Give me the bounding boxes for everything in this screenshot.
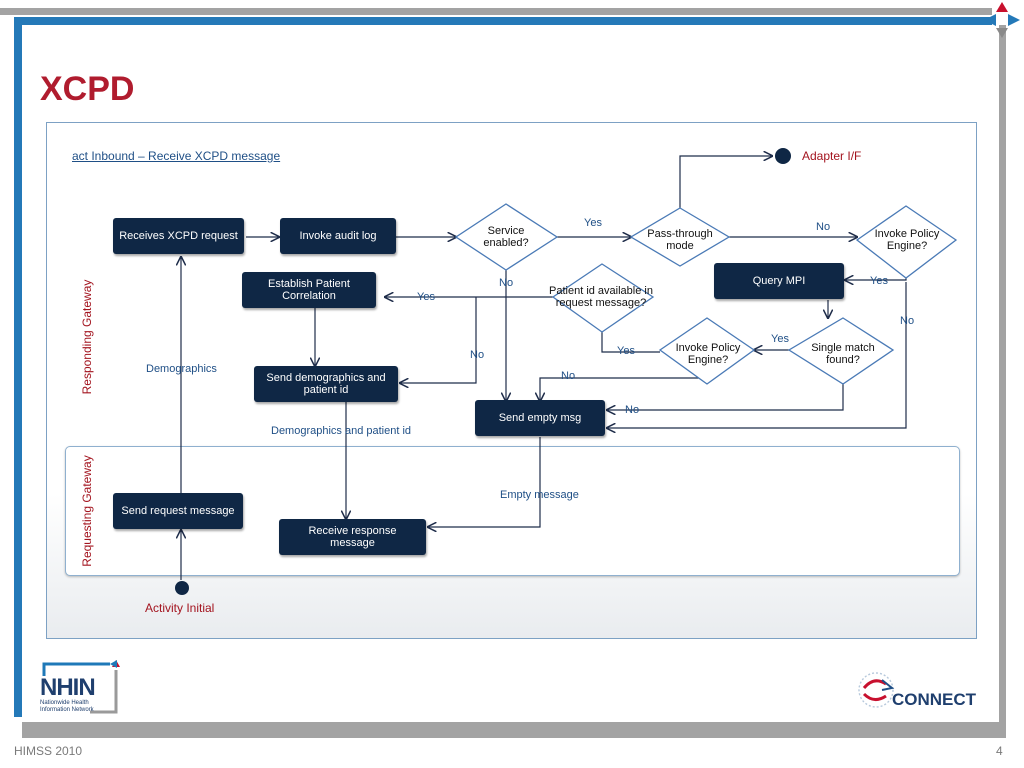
edge-label-yes-policy1: Yes: [870, 275, 888, 287]
lane-label-requesting: Requesting Gateway: [80, 455, 94, 567]
top-gray-bar: [0, 8, 992, 15]
diamond-pass-through: [629, 207, 731, 267]
connect-logo-text: CONNECT: [892, 690, 977, 709]
connect-swirl-icon: [858, 672, 895, 708]
nhin-logo-sub1: Nationwide Health: [40, 700, 89, 706]
star-logo-icon: [984, 2, 1020, 38]
edge-policy2-empty: [540, 377, 707, 401]
edge-label-no-patient: No: [470, 349, 485, 361]
adapter-label: Adapter I/F: [802, 149, 862, 163]
label-pass-through: Pass-through mode: [647, 228, 713, 252]
label-patient-id: Patient id available in request message?: [549, 285, 653, 309]
edge-label-no-single: No: [625, 404, 640, 416]
edge-label-no-policy1: No: [816, 221, 831, 233]
nhin-logo-sub2: Information Network: [40, 707, 94, 713]
left-blue-bar: [14, 17, 22, 717]
label-invoke-policy-1: Invoke Policy Engine?: [874, 228, 940, 252]
label-single-match: Single match found?: [811, 342, 875, 366]
diamond-service-enabled: [454, 203, 559, 271]
edge-pass-adapter: [679, 156, 772, 208]
lane-label-responding: Responding Gateway: [80, 279, 94, 395]
label-invoke-policy-2: Invoke Policy Engine?: [675, 342, 741, 366]
right-gray-bar: [999, 25, 1006, 725]
edge-label-yes-policy2: Yes: [617, 345, 635, 357]
activity-initial-label: Activity Initial: [145, 601, 215, 615]
node-send-request[interactable]: Send request message: [113, 493, 243, 529]
node-invoke-audit[interactable]: Invoke audit log: [280, 218, 396, 254]
diamond-invoke-policy-1: [855, 205, 958, 279]
adapter-endpoint-dot: [775, 148, 791, 164]
edge-single-empty: [607, 384, 844, 410]
edge-label-yes-single: Yes: [771, 333, 789, 345]
nhin-logo: NHIN Nationwide Health Information Netwo…: [38, 660, 138, 718]
label-service-enabled: Service enabled?: [483, 225, 529, 249]
edge-label-no-policy1-down: No: [900, 315, 915, 327]
diamond-invoke-policy-2: [658, 317, 756, 385]
page-number: 4: [996, 744, 1003, 758]
connect-logo: CONNECT: [856, 668, 986, 712]
node-query-mpi[interactable]: Query MPI: [714, 263, 844, 299]
edge-label-no-service: No: [499, 277, 514, 289]
edge-label-demographics: Demographics: [146, 363, 217, 375]
diamond-single-match: [787, 317, 895, 385]
top-blue-bar: [14, 17, 992, 25]
footer-text: HIMSS 2010: [14, 744, 83, 758]
edge-label-empty-message: Empty message: [500, 489, 579, 501]
edge-patient-split: [400, 297, 477, 383]
diamond-patient-id: [551, 263, 655, 333]
diagram-caption: act Inbound – Receive XCPD message: [72, 149, 281, 163]
edge-patient-yes-loop: [601, 332, 660, 353]
node-establish-correlation[interactable]: Establish Patient Correlation: [242, 272, 376, 308]
edge-label-demographics-patient-id: Demographics and patient id: [271, 425, 412, 437]
bottom-gray-bar: [22, 722, 1006, 738]
activity-initial-dot: [175, 581, 189, 595]
node-receive-response[interactable]: Receive response message: [279, 519, 426, 555]
nhin-frame-icon: [42, 660, 120, 714]
edge-label-yes-patient: Yes: [417, 291, 435, 303]
edge-policy1-empty: [607, 282, 907, 428]
node-send-demographics[interactable]: Send demographics and patient id: [254, 366, 398, 402]
node-send-empty[interactable]: Send empty msg: [475, 400, 605, 436]
node-receives-request[interactable]: Receives XCPD request: [113, 218, 244, 254]
edge-label-no-policy2: No: [561, 370, 576, 382]
edge-label-yes-service: Yes: [584, 217, 602, 229]
edge-empty-receive: [428, 437, 541, 527]
nhin-logo-text: NHIN: [40, 674, 96, 701]
slide-title: XCPD: [40, 70, 135, 108]
